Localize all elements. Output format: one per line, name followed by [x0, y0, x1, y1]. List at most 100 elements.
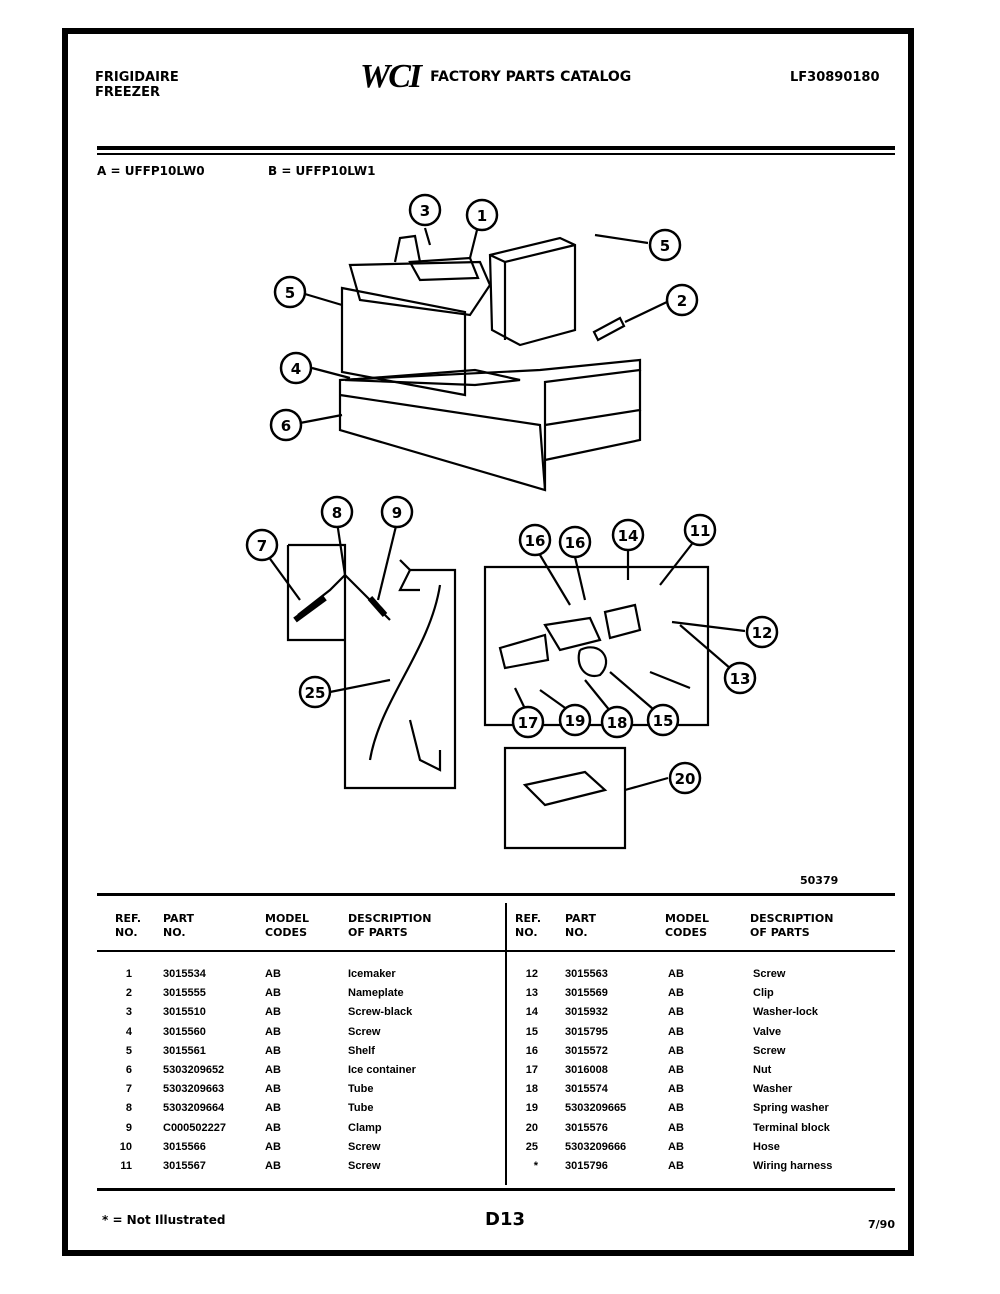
- cell-ref: 20: [525, 1121, 538, 1134]
- cell-desc: Screw: [753, 1044, 786, 1057]
- hose-clip: [408, 719, 442, 772]
- cell-ref: 11: [120, 1160, 132, 1172]
- cell-ref: 4: [125, 1025, 132, 1038]
- leader-25: [329, 678, 391, 694]
- cell-desc: Spring washer: [753, 1102, 829, 1115]
- table-header-rule: [97, 950, 895, 952]
- cell-model: AB: [265, 1102, 281, 1115]
- cell-part: 3015566: [163, 1140, 206, 1153]
- icemaker-body: [348, 260, 492, 317]
- page-code: D13: [485, 1209, 525, 1230]
- cell-part: 3015572: [565, 1044, 608, 1057]
- callout-17: 17: [511, 705, 545, 739]
- leader-5-left: [304, 292, 343, 307]
- cell-part: 3015510: [163, 1006, 206, 1019]
- cell-model: AB: [265, 1006, 281, 1019]
- callout-13: 13: [723, 661, 757, 695]
- svg-text:1: 1: [477, 207, 487, 225]
- tube-box-frame: [288, 543, 457, 790]
- callout-12: 12: [745, 615, 779, 649]
- cell-part: 3015560: [163, 1025, 206, 1038]
- tube-fitting-right: [367, 596, 388, 617]
- cell-ref: 14: [525, 1006, 538, 1019]
- callout-9: 9: [380, 495, 414, 529]
- cell-part: 3016008: [565, 1064, 608, 1076]
- cell-desc: Screw: [348, 1025, 381, 1038]
- cell-model: AB: [668, 1102, 684, 1115]
- callout-15: 15: [646, 703, 680, 737]
- cell-ref: 1: [125, 968, 132, 980]
- cell-part: 5303209666: [565, 1140, 627, 1153]
- leader-11: [659, 539, 696, 586]
- cell-ref: 17: [525, 1064, 538, 1076]
- leader-4: [311, 366, 351, 380]
- cell-ref: 7: [125, 1083, 132, 1096]
- cell-model: AB: [668, 1140, 684, 1153]
- tube-box-left: [286, 545, 345, 642]
- leader-9: [376, 521, 399, 601]
- valve-box-frame: [483, 565, 710, 727]
- cell-model: AB: [668, 1006, 684, 1019]
- svg-text:4: 4: [291, 360, 301, 378]
- leader-13: [679, 624, 739, 676]
- shelf-plate: [344, 368, 521, 387]
- leader-12: [671, 620, 746, 633]
- model-a: A = UFFP10LW0: [97, 164, 205, 178]
- cell-model: AB: [265, 1140, 281, 1153]
- svg-text:17: 17: [518, 714, 539, 732]
- svg-text:18: 18: [607, 714, 628, 732]
- not-illustrated-note: * = Not Illustrated: [102, 1213, 226, 1227]
- model-b: B = UFFP10LW1: [268, 164, 376, 178]
- ice-container-edge: [339, 393, 547, 491]
- table-bottom-rule: [97, 1188, 895, 1191]
- cell-ref: 8: [125, 1102, 132, 1115]
- callout-11: 11: [683, 513, 717, 547]
- cell-model: AB: [668, 968, 684, 980]
- cell-model: AB: [668, 1160, 684, 1172]
- cell-model: AB: [265, 1083, 281, 1096]
- valve-bracket: [498, 633, 550, 670]
- cell-desc: Tube: [348, 1102, 374, 1115]
- cell-part: 3015574: [565, 1083, 608, 1096]
- icemaker-mold: [408, 256, 480, 282]
- exploded-parts-diagram: 3 1 5 2 5 4 6 7 8 9 16 16 14 11 12 13 25…: [245, 193, 779, 850]
- callout-25: 25: [298, 675, 332, 709]
- cell-part: 3015795: [565, 1025, 608, 1038]
- cell-desc: Clip: [753, 987, 774, 1000]
- cell-model: AB: [265, 1160, 281, 1172]
- tube-box-notch: [398, 559, 420, 592]
- icemaker-arm: [393, 234, 422, 263]
- figure-code: 50379: [800, 874, 839, 887]
- cell-desc: Screw: [348, 1140, 381, 1153]
- cell-ref: 3: [125, 1006, 132, 1019]
- cell-desc: Screw-black: [348, 1006, 413, 1019]
- cell-desc: Washer: [753, 1083, 793, 1096]
- cell-ref: 19: [525, 1102, 538, 1115]
- nameplate-shape: [592, 316, 626, 342]
- terminal-block-shape: [522, 770, 608, 807]
- leader-8: [335, 521, 347, 576]
- cell-model: AB: [668, 1025, 684, 1038]
- callout-1: 1: [465, 198, 499, 232]
- callout-3: 3: [408, 193, 442, 227]
- cell-desc: Screw: [753, 968, 786, 980]
- cell-ref: 16: [525, 1044, 538, 1057]
- svg-text:19: 19: [565, 712, 586, 730]
- cell-part: 3015555: [163, 987, 206, 1000]
- table-top-rule: [97, 893, 895, 896]
- control-box-top: [489, 243, 576, 264]
- tube-fitting-left: [293, 595, 327, 623]
- svg-text:5: 5: [285, 284, 295, 302]
- header-brand-block: FRIGIDAIRE FREEZER: [95, 70, 179, 100]
- cell-ref: 25: [525, 1140, 538, 1153]
- cell-model: AB: [668, 1064, 684, 1076]
- cell-part: 3015561: [163, 1044, 206, 1057]
- cell-ref: 12: [525, 968, 538, 980]
- cell-model: AB: [668, 987, 684, 1000]
- cell-desc: Nameplate: [348, 987, 404, 1000]
- icemaker-control-box: [488, 236, 577, 347]
